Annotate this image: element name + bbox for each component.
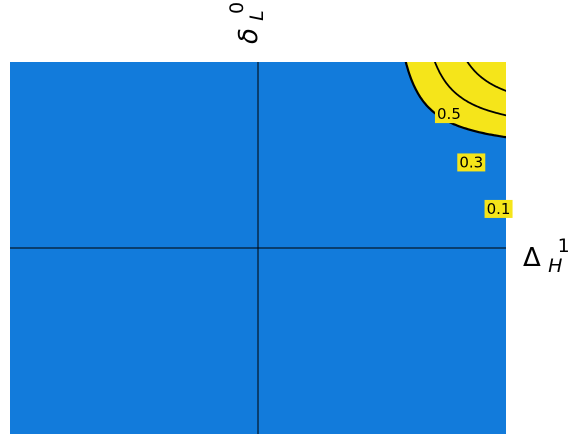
- y-axis-label: δ L 0: [226, 2, 270, 44]
- contour-line: [404, 62, 506, 139]
- contour-label: 0.3: [459, 153, 483, 171]
- contour-label-background: [457, 153, 486, 172]
- x-axis-label-sup: 1: [558, 235, 568, 257]
- contour-label-background: [484, 199, 513, 218]
- y-axis-label-main: δ: [234, 28, 264, 44]
- filled-region: [405, 62, 506, 138]
- contour-lines: [404, 0, 556, 139]
- contour-line: [500, 0, 556, 27]
- x-axis-label-sub: H: [548, 255, 562, 277]
- y-axis-label-group: δ L 0: [226, 2, 270, 44]
- y-axis-label-sub: L: [246, 10, 268, 21]
- x-axis-label-main: Δ: [523, 243, 541, 273]
- contour-line: [434, 62, 506, 117]
- contour-line: [476, 0, 555, 57]
- contour-label-background: [434, 105, 463, 124]
- contour-label: 0.1: [487, 200, 511, 218]
- x-axis-label: Δ H 1: [523, 235, 568, 279]
- contour-label: 0.5: [437, 105, 461, 123]
- contour-labels: 0.1 0.3 0.5: [434, 105, 513, 218]
- y-axis-label-sup: 0: [226, 2, 248, 14]
